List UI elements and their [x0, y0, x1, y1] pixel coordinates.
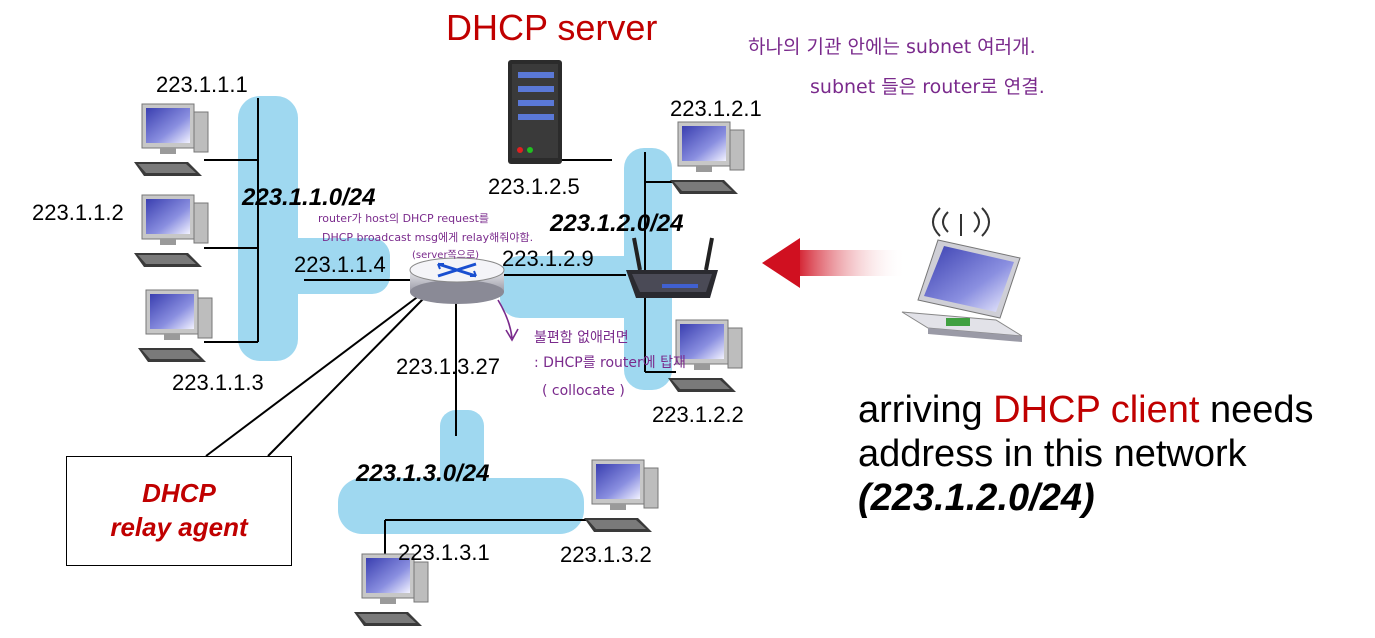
handwritten-note-top-line1: 하나의 기관 안에는 subnet 여러개.: [748, 36, 1036, 58]
router-icon: [409, 257, 505, 304]
host-label-223-1-3-1: 223.1.3.1: [398, 540, 490, 565]
host-label-223-1-1-1: 223.1.1.1: [156, 72, 248, 97]
handwritten-note-router-line1: router가 host의 DHCP request를: [318, 212, 490, 225]
host-label-223-1-3-2: 223.1.3.2: [560, 542, 652, 567]
router-port-label-223-1-1-4: 223.1.1.4: [294, 252, 386, 277]
subnet-label-1: 223.1.1.0/24: [242, 184, 376, 211]
host-223-1-1-2-icon: [133, 194, 209, 268]
host-label-223-1-1-3: 223.1.1.3: [172, 370, 264, 395]
client-text-network: (223.1.2.0/24): [858, 477, 1095, 519]
handwritten-note-router-line3: (server쪽으로): [412, 250, 480, 261]
host-label-223-1-1-2: 223.1.1.2: [32, 200, 124, 225]
wireless-access-point-icon: [626, 237, 718, 298]
host-223-1-1-1-icon: [133, 103, 209, 177]
router-port-label-223-1-2-9: 223.1.2.9: [502, 246, 594, 271]
client-text-part1: arriving: [858, 389, 994, 431]
relay-agent-callout: DHCP relay agent: [66, 456, 292, 566]
client-text-part2: needs address in this network: [858, 389, 1314, 475]
server-icon: [508, 60, 562, 164]
handwritten-note-side-line2: : DHCP를 router에 탑재: [534, 355, 686, 371]
handwritten-arrow: [497, 299, 519, 342]
handwritten-note-side-line1: 불편함 없애려면: [534, 330, 629, 346]
client-text-highlight: DHCP client: [993, 389, 1200, 431]
subnet-1-blob: [238, 96, 390, 361]
arrival-arrow: [762, 238, 906, 288]
handwritten-note-side-line3: ( collocate ): [542, 383, 625, 399]
host-label-223-1-2-2: 223.1.2.2: [652, 402, 744, 427]
server-label-223-1-2-5: 223.1.2.5: [488, 174, 580, 199]
router-port-label-223-1-3-27: 223.1.3.27: [396, 354, 500, 379]
relay-agent-line2: relay agent: [110, 512, 248, 542]
handwritten-note-router-line2: DHCP broadcast msg에게 relay해줘야함.: [322, 231, 534, 244]
wireless-signal-icon: [932, 207, 990, 237]
client-description: arriving DHCP client needs address in th…: [858, 388, 1368, 520]
handwritten-note-top-line2: subnet 들은 router로 연결.: [810, 76, 1045, 98]
diagram-title: DHCP server: [446, 7, 658, 48]
subnet-label-2: 223.1.2.0/24: [550, 210, 684, 237]
host-223-1-1-3-icon: [137, 289, 213, 363]
subnet-2-blob: [500, 148, 672, 390]
subnet-label-3: 223.1.3.0/24: [356, 460, 490, 487]
host-label-223-1-2-1: 223.1.2.1: [670, 96, 762, 121]
host-223-1-3-2-icon: [583, 459, 659, 533]
host-223-1-2-1-icon: [669, 121, 745, 195]
laptop-icon: [901, 239, 1023, 342]
relay-agent-line1: DHCP: [142, 478, 216, 509]
